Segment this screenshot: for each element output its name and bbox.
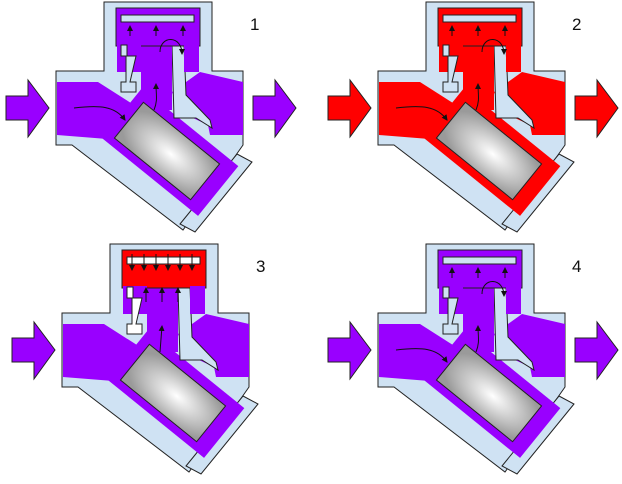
outlet-fluid (494, 314, 565, 377)
control-chamber (121, 249, 207, 289)
flow-arrow-return-icon (159, 39, 185, 55)
inlet-flow-arrow-icon (327, 320, 372, 381)
chamber-side-right (184, 44, 199, 72)
panel-label: 3 (256, 257, 265, 276)
panel-label: 1 (250, 15, 259, 34)
valve-disc (442, 256, 517, 265)
panel-3: 3 (11, 243, 265, 475)
bypass-nozzle (442, 44, 459, 93)
outlet-fluid (494, 72, 565, 135)
outlet-fluid (178, 314, 249, 377)
panel-label: 4 (572, 257, 581, 276)
panel-2: 2 (327, 1, 619, 233)
inlet-flow-arrow-icon (327, 78, 372, 139)
flow-arrow-riser-icon (475, 83, 482, 111)
control-chamber (437, 249, 523, 289)
flow-arrow-riser-icon (158, 325, 165, 353)
panel-1: 1 (5, 1, 297, 233)
strainer-screen (435, 343, 543, 443)
outlet-flow-arrow-icon (574, 320, 619, 381)
flow-arrow-return-icon (481, 281, 507, 297)
valve-disc (126, 256, 201, 265)
inlet-fluid (379, 82, 467, 140)
strainer-screen (119, 343, 227, 443)
outlet-fluid (172, 72, 243, 135)
flow-arrow-inlet-icon (395, 106, 448, 121)
chamber-side-right (190, 286, 205, 314)
strainer-screen (113, 101, 221, 201)
panel-label: 2 (572, 15, 581, 34)
bypass-nozzle (442, 286, 459, 335)
flow-arrow-riser-icon (475, 325, 482, 353)
control-chamber (437, 7, 523, 47)
flow-arrow-riser-icon (153, 83, 160, 111)
valve-disc (120, 14, 195, 23)
panel-4: 4 (327, 243, 619, 475)
inlet-flow-arrow-icon (5, 78, 50, 139)
valve-disc (442, 14, 517, 23)
bypass-nozzle (120, 44, 137, 93)
flow-arrow-inlet-icon (73, 106, 126, 121)
bypass-nozzle (126, 286, 143, 335)
chamber-side-right (506, 44, 521, 72)
outlet-flow-arrow-icon (252, 78, 297, 139)
inlet-fluid (63, 324, 151, 382)
inlet-fluid (57, 82, 145, 140)
flow-arrow-return-icon (481, 39, 507, 55)
chamber-side-right (506, 286, 521, 314)
strainer-screen (435, 101, 543, 201)
inlet-flow-arrow-icon (11, 320, 56, 381)
outlet-flow-arrow-icon (574, 78, 619, 139)
inlet-fluid (379, 324, 467, 382)
control-chamber (115, 7, 201, 47)
flow-arrow-inlet-icon (395, 348, 448, 363)
